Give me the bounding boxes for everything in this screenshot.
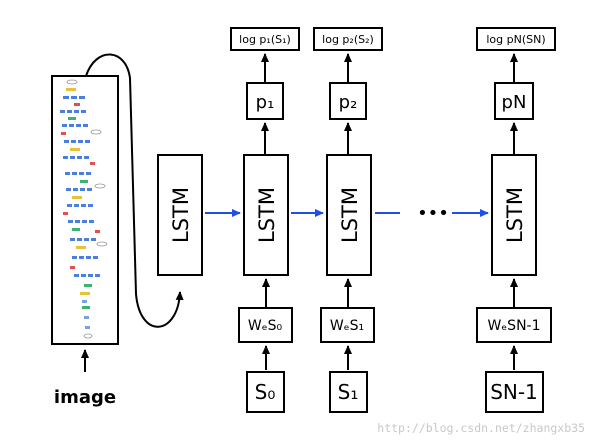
lstm-cell-0: LSTM [157, 154, 203, 276]
log-prob-label-2: log p₂(S₂) [322, 33, 374, 46]
svg-text:LSTM: LSTM [338, 187, 362, 243]
cnn-network-thumbnail [60, 79, 108, 339]
svg-text:LSTM: LSTM [255, 187, 279, 243]
svg-text:LSTM: LSTM [169, 187, 193, 243]
image-label: image [54, 387, 116, 408]
word-label-n: SN-1 [490, 380, 538, 404]
svg-text:LSTM: LSTM [503, 187, 527, 243]
watermark: http://blog.csdn.net/zhangxb35 [377, 421, 585, 435]
output-column-n: log pN(SN) pN WₑSN-1 SN-1 [476, 27, 556, 413]
lstm-cell-1: LSTM [243, 154, 289, 276]
embed-label-n: WₑSN-1 [488, 318, 541, 334]
prob-label-n: pN [502, 92, 527, 113]
embed-label-1: WₑS₀ [248, 318, 283, 334]
output-column-1: log p₁(S₁) p₁ WₑS₀ S₀ [230, 27, 300, 413]
log-prob-label-1: log p₁(S₁) [239, 33, 291, 46]
word-label-1: S₁ [338, 380, 359, 404]
cnn-block [51, 75, 119, 345]
prob-label-1: p₁ [256, 92, 275, 113]
log-prob-label-n: log pN(SN) [486, 33, 545, 46]
cnn-to-lstm-connector [85, 53, 184, 328]
lstm-cell-n: LSTM [491, 154, 537, 276]
output-column-2: log p₂(S₂) p₂ WₑS₁ S₁ [313, 27, 383, 413]
embed-label-2: WₑS₁ [330, 318, 364, 334]
prob-label-2: p₂ [339, 92, 358, 113]
lstm-cell-2: LSTM [326, 154, 372, 276]
ellipsis: ••• [417, 203, 449, 224]
word-label-0: S₀ [255, 380, 276, 404]
